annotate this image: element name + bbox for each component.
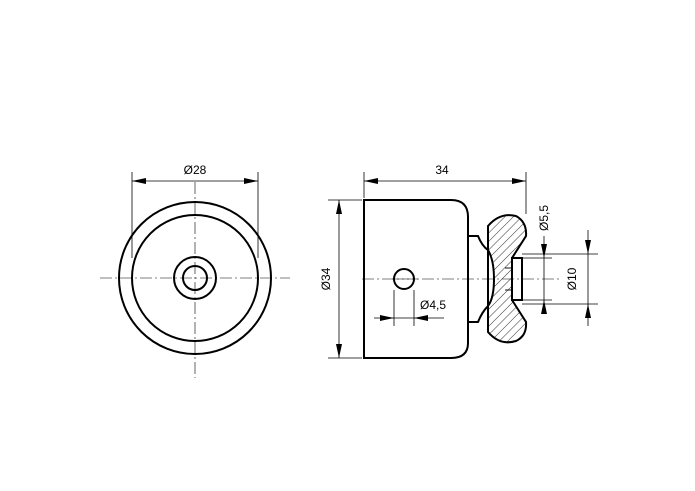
hole-arrow-right <box>414 315 428 321</box>
shaft-diameter-label: Ø10 <box>565 267 579 290</box>
knob-arrow-top <box>541 244 547 258</box>
front-inner-circle <box>131 214 259 342</box>
length-label: 34 <box>435 163 449 177</box>
front-dim-arrow-right <box>244 178 258 184</box>
side-diameter-label: Ø34 <box>319 267 333 290</box>
shaft-arrow-top <box>585 240 591 254</box>
height-arrow-top <box>336 200 342 214</box>
knob-diameter-label: Ø5,5 <box>537 205 551 231</box>
front-diameter-label: Ø28 <box>184 163 207 177</box>
front-view: Ø28 <box>100 163 290 378</box>
length-arrow-left <box>364 178 378 184</box>
front-bore-circle <box>182 265 208 291</box>
side-body-outline <box>363 199 469 359</box>
front-hub-circle <box>173 256 217 300</box>
side-view: 34 Ø34 Ø4,5 Ø5,5 Ø10 <box>319 163 598 359</box>
front-dim-arrow-left <box>132 178 146 184</box>
hole-diameter-label: Ø4,5 <box>420 298 446 312</box>
height-arrow-bottom <box>336 344 342 358</box>
knob-arrow-bottom <box>541 300 547 314</box>
shaft-arrow-bottom <box>585 304 591 318</box>
side-neck-outline <box>468 235 489 323</box>
hole-arrow-left <box>380 315 394 321</box>
length-arrow-right <box>512 178 526 184</box>
front-outer-circle <box>118 201 272 355</box>
